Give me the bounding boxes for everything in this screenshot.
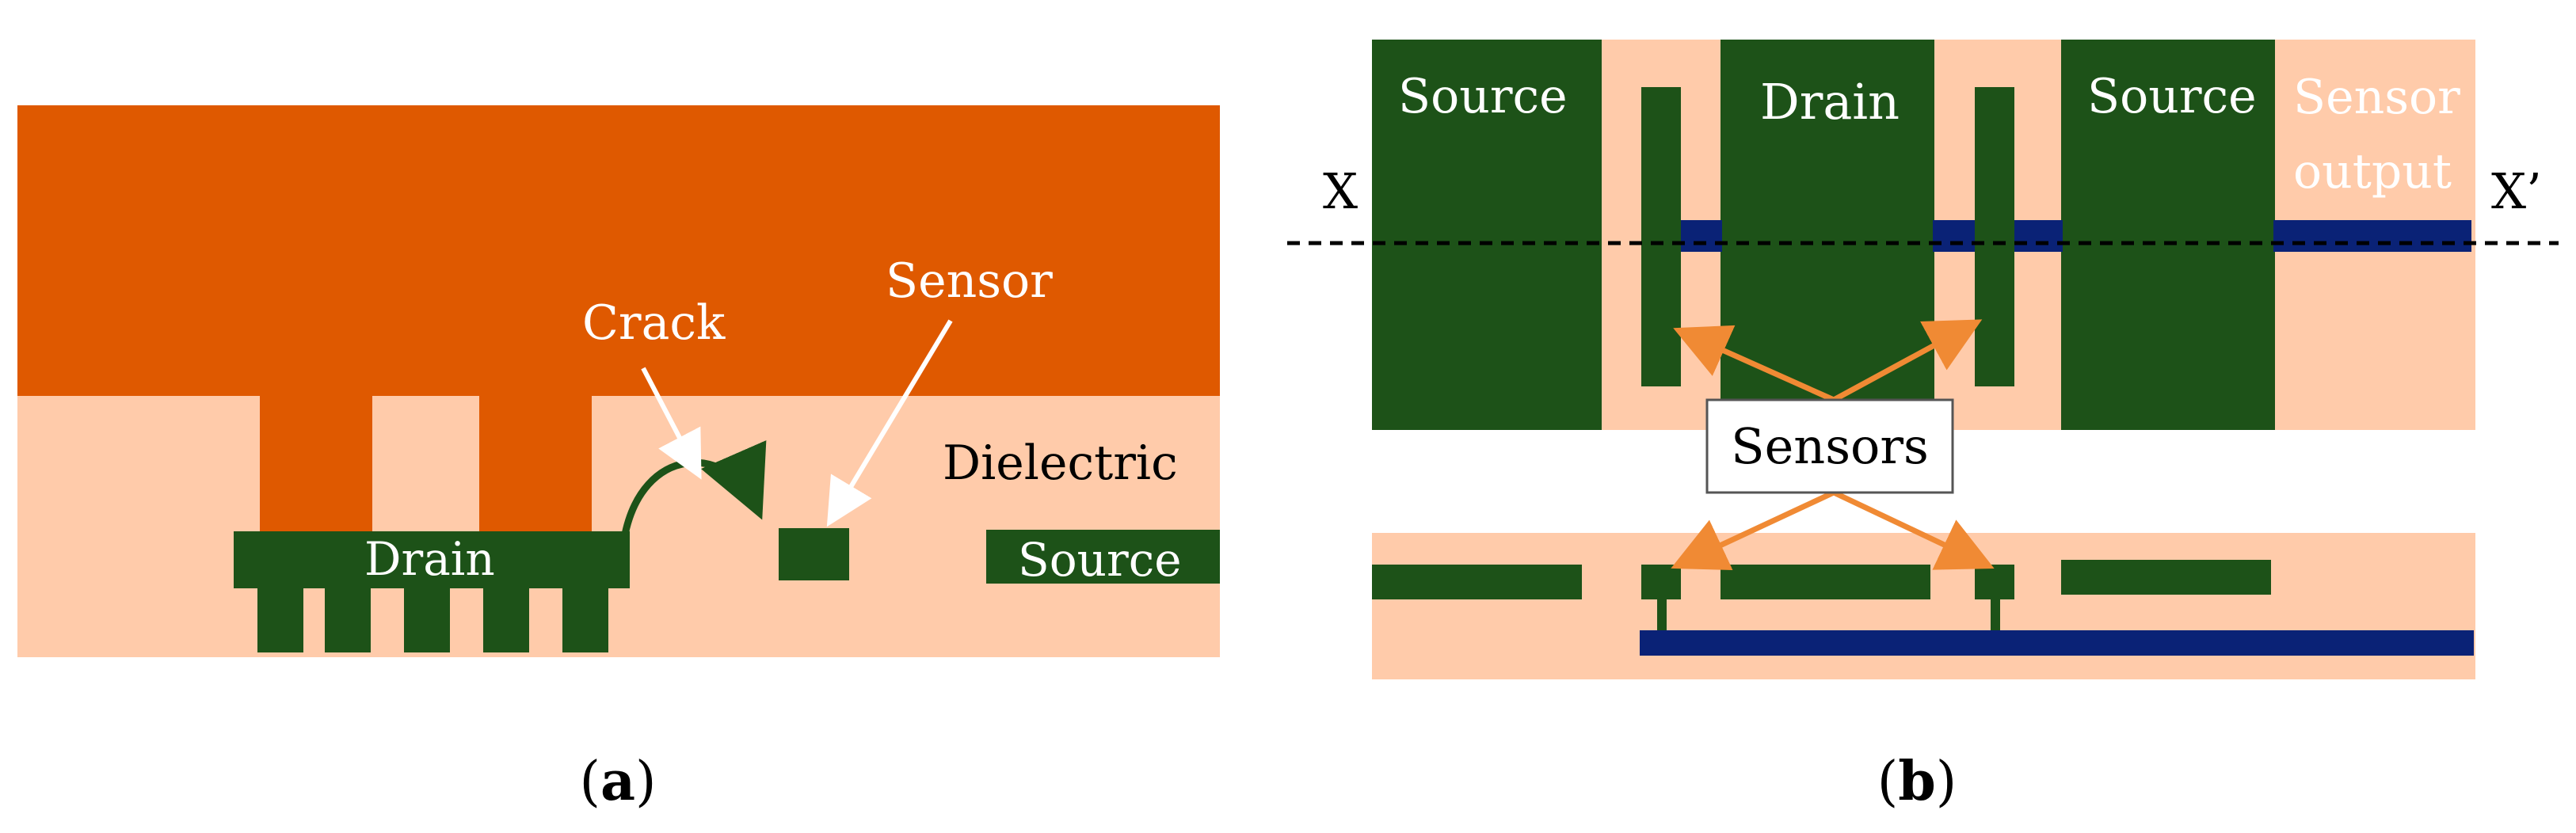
sensor-output-label-line1: Sensor — [2293, 70, 2460, 125]
sensor-pad-right — [1975, 565, 2014, 599]
sensor-bar-right — [1975, 87, 2014, 386]
source-right-section — [2061, 560, 2271, 595]
crack-pointer-arrow — [641, 367, 702, 480]
source-label: Source — [1018, 533, 1182, 587]
cross-section-dielectric — [1372, 533, 2475, 679]
sensor-output-label-line2: output — [2293, 144, 2452, 200]
sensor-output-line — [2273, 220, 2471, 252]
sensors-arrow — [1832, 489, 1995, 570]
drain-leg — [483, 586, 529, 652]
drain-leg — [325, 586, 371, 652]
sensor-bar-left — [1641, 87, 1681, 386]
x-label: X — [1323, 162, 1358, 220]
source-electrode-left — [1372, 40, 1602, 430]
panel-b: Source Drain Source Sensor output X X’ S… — [1287, 40, 2559, 813]
sensor-output-buried-line — [1640, 630, 2474, 656]
sensor-via-right — [1991, 598, 2000, 634]
caption-a: (a) — [579, 750, 656, 813]
source-left-label: Source — [1398, 69, 1568, 124]
drain-label: Drain — [1760, 73, 1900, 131]
panel-a: Drain Source Dielectric Crack Sensor (a) — [17, 105, 1220, 813]
x-prime-label: X’ — [2491, 162, 2542, 220]
drain-leg — [562, 586, 608, 652]
sensors-arrow — [1673, 325, 1835, 403]
source-right-label: Source — [2087, 69, 2257, 124]
sensor-via-left — [1657, 598, 1667, 634]
drain-finger — [234, 531, 630, 588]
sensor-label: Sensor — [886, 253, 1053, 309]
dielectric-label: Dielectric — [943, 436, 1178, 491]
source-electrode-right — [2061, 40, 2275, 430]
sensor-pad — [779, 528, 849, 580]
sensor-line-segment — [1681, 220, 1722, 252]
source-left-section — [1372, 565, 1582, 599]
sensors-arrow — [1671, 489, 1835, 571]
drain-leg — [404, 586, 450, 652]
crack-label: Crack — [582, 295, 726, 351]
sensors-label-box — [1705, 398, 1954, 494]
caption-b: (b) — [1877, 750, 1957, 813]
dielectric-region — [17, 396, 1220, 657]
sensor-pad-left — [1641, 565, 1681, 599]
drain-section — [1721, 565, 1930, 599]
sensors-label: Sensors — [1731, 417, 1929, 475]
top-metal-layer — [17, 105, 1220, 396]
source-pad — [986, 530, 1220, 584]
via — [260, 392, 372, 534]
drain-label: Drain — [364, 532, 495, 586]
via — [479, 392, 592, 534]
drain-leg — [257, 586, 303, 652]
sensors-arrow — [1832, 319, 1983, 403]
sensor-pointer-arrow — [826, 319, 953, 527]
